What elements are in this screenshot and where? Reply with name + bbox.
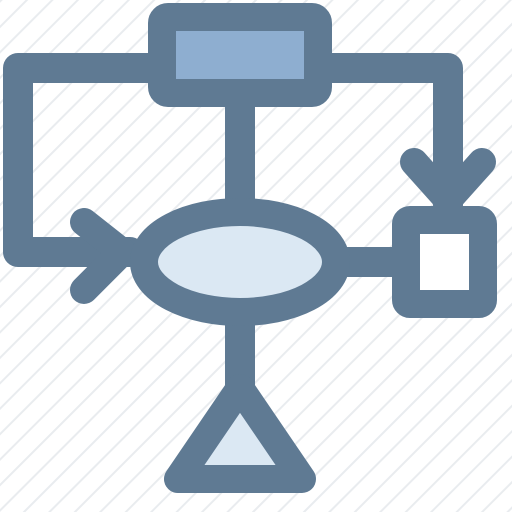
bottom-triangle bbox=[164, 374, 316, 493]
arrowhead-right bbox=[70, 208, 136, 304]
right-square bbox=[392, 206, 497, 318]
central-ellipse bbox=[130, 198, 350, 326]
arrowheads bbox=[70, 148, 496, 304]
right-drop-line bbox=[315, 53, 463, 220]
left-loop-line bbox=[3, 53, 165, 267]
top-process-box bbox=[148, 3, 332, 107]
arrowhead-down bbox=[400, 148, 496, 214]
